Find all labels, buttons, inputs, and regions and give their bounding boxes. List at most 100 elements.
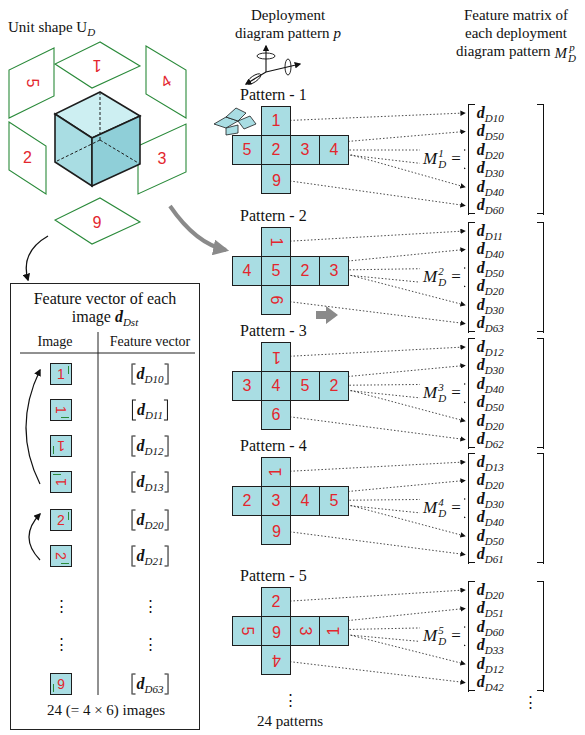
subscript: D51 xyxy=(485,607,504,619)
subscript: D40 xyxy=(485,186,504,198)
symbol: p xyxy=(334,25,342,41)
ellipsis: ⋮ xyxy=(143,635,158,653)
vector-symbol: d xyxy=(477,338,485,355)
matrix-row: dD42 xyxy=(477,673,535,692)
pattern-label: Pattern - 5 xyxy=(240,567,307,584)
face-image: 1 xyxy=(50,471,72,493)
feature-matrix: M2D=dD11dD40dD50dD20dD30dD63 xyxy=(420,222,544,333)
vector-symbol: d xyxy=(477,356,485,373)
vector-symbol: d xyxy=(137,473,145,490)
vector-symbol: d xyxy=(477,471,485,488)
table-rule xyxy=(20,353,195,354)
column-head: Image xyxy=(38,333,73,351)
face-number: 5 xyxy=(272,263,281,279)
matrix-row: dD20 xyxy=(477,471,535,490)
heading: Deployment diagram patternp xyxy=(226,6,350,42)
face-number: 2 xyxy=(272,594,281,610)
table-footer: 24 (= 4 × 6) images xyxy=(47,701,165,719)
matrix-row: dD13 xyxy=(477,453,535,472)
net-face: 3 xyxy=(232,371,262,401)
ellipsis: ⋮ xyxy=(523,693,538,711)
net-face: 4 xyxy=(290,486,320,516)
index-stack: pD xyxy=(568,42,576,64)
vector-cell: dD11 xyxy=(132,400,168,421)
matrix-symbol: M xyxy=(423,498,437,518)
matrix-row: dD10 xyxy=(477,104,535,123)
net-face: 6 xyxy=(261,515,291,545)
leader-line xyxy=(276,347,465,357)
face-number: 3 xyxy=(158,151,167,167)
net-face: 1 xyxy=(261,106,291,136)
superscript: 2 xyxy=(438,266,446,277)
pattern-label-box: Pattern - 1 xyxy=(240,86,307,104)
face-number: 1 xyxy=(272,113,281,129)
pattern-label: Pattern - 1 xyxy=(240,86,307,103)
matrix-row: dD40 xyxy=(477,508,535,527)
footer-box: 24 patterns xyxy=(257,712,323,730)
feature-matrix: M4D=dD13dD20dD30dD40dD50dD61 xyxy=(420,453,544,564)
face-image: 2 xyxy=(50,509,72,531)
net-face: 2 xyxy=(261,135,291,165)
table-heading: Feature vector of each imagedDst xyxy=(11,290,199,327)
matrix-row: dD30 xyxy=(477,159,535,178)
leader-line xyxy=(276,590,465,602)
face-number: 6 xyxy=(268,296,284,305)
vector-symbol: d xyxy=(137,675,145,692)
subscript: D10 xyxy=(485,112,504,124)
vector-cell: dD63 xyxy=(132,674,169,695)
vector-bracket: dD13 xyxy=(132,472,169,493)
face-image: 6 xyxy=(50,673,72,695)
footer-text: 24 (= 4 × 6) images xyxy=(47,702,165,718)
index-stack: 5D xyxy=(438,625,446,647)
vector-symbol: d xyxy=(477,673,485,690)
matrix-row: dD40 xyxy=(477,178,535,197)
vector-symbol: d xyxy=(477,412,485,429)
index-stack: 1D xyxy=(438,148,446,170)
vector-symbol: d xyxy=(477,159,485,176)
face-number: 1 xyxy=(54,478,68,486)
net-face: 5 xyxy=(261,256,291,286)
net-face: 5 xyxy=(290,371,320,401)
rotation-arrow xyxy=(29,514,40,560)
vector-symbol: d xyxy=(477,508,485,525)
net-face: 5 xyxy=(232,135,262,165)
subscript: D xyxy=(438,277,446,288)
subscript: D12 xyxy=(145,445,164,457)
pattern-label: Pattern - 4 xyxy=(240,437,307,454)
folding-icon xyxy=(238,116,256,129)
vector-symbol: d xyxy=(477,314,485,331)
subscript: D xyxy=(87,26,95,38)
face-number: 6 xyxy=(57,677,65,691)
vector-symbol: d xyxy=(477,122,485,139)
matrix-bracket: dD10dD50dD20dD30dD40dD60 xyxy=(468,104,544,215)
index-stack: 2D xyxy=(438,266,446,288)
subscript: D20 xyxy=(485,420,504,432)
face-number: 2 xyxy=(243,493,252,509)
subscript: D12 xyxy=(485,346,504,358)
net-face: 3 xyxy=(261,486,291,516)
superscript: 5 xyxy=(438,625,446,636)
matrix-symbol: M xyxy=(423,383,437,403)
matrix-row: dD30 xyxy=(477,296,535,315)
feature-matrix: M1D=dD10dD50dD20dD30dD40dD60 xyxy=(420,104,544,215)
superscript: 4 xyxy=(438,497,446,508)
net-face: 5 xyxy=(232,616,262,646)
face-number-box: 4 xyxy=(162,73,171,91)
face-image: 1 xyxy=(50,363,72,385)
cube-right-face xyxy=(92,116,140,186)
matrix-row: dD62 xyxy=(477,430,535,449)
matrix-row: dD50 xyxy=(477,393,535,412)
subscript: D11 xyxy=(485,230,503,242)
superscript: p xyxy=(568,42,576,53)
face-number: 5 xyxy=(301,378,310,394)
leader-line xyxy=(276,462,465,472)
vector-symbol: d xyxy=(137,547,145,564)
face-number-box: 5 xyxy=(27,74,36,92)
vector-symbol: d xyxy=(477,178,485,195)
vector-symbol: d xyxy=(477,581,485,598)
rotation-circle xyxy=(257,53,275,59)
vector-symbol: d xyxy=(477,430,485,447)
face-number: 3 xyxy=(297,627,313,636)
matrix-row: dD60 xyxy=(477,618,535,637)
unfolded-face-outline xyxy=(9,48,54,118)
